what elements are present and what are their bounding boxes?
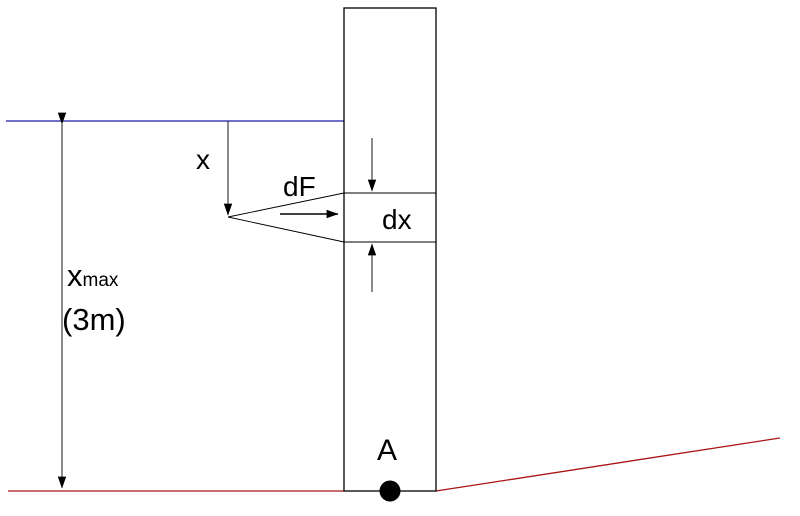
- dF-triangle-top-edge: [227, 192, 345, 218]
- point-A-marker: [379, 480, 401, 502]
- label-point-A: A: [377, 434, 397, 467]
- label-xmax-value: (3m): [62, 302, 126, 337]
- wall: [343, 7, 437, 492]
- ground-line-right-slope: [435, 437, 781, 492]
- label-x: x: [196, 144, 210, 175]
- label-xmax: xmax: [67, 258, 119, 293]
- label-dF: dF: [283, 171, 316, 202]
- label-xmax-subscript: max: [83, 270, 119, 291]
- label-dx: dx: [382, 204, 412, 235]
- label-xmax-main: x: [67, 258, 83, 293]
- dF-triangle-bottom-edge: [227, 216, 345, 243]
